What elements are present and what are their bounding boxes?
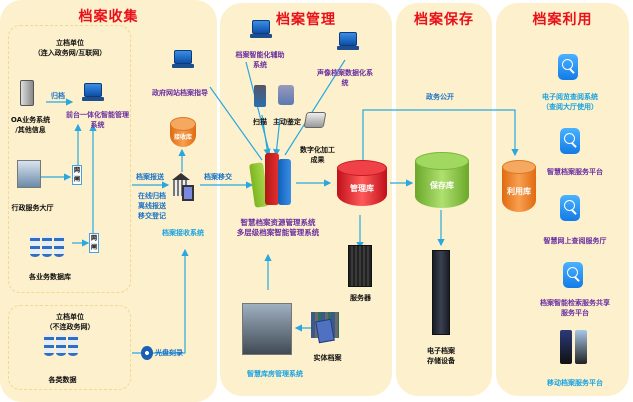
core-system-label: 智慧档案资源管理系统 多层级档案智能管理系统	[236, 218, 320, 237]
receive-label-3: 移交登记	[138, 212, 166, 220]
receive-system-label: 档案接收系统	[162, 229, 204, 237]
use-db: 利用库	[502, 160, 536, 212]
panel-title-preserve: 档案保存	[414, 12, 474, 28]
receive-label-0: 档案报送	[136, 173, 164, 181]
storage-system-label: 智慧库房管理系统	[247, 370, 303, 378]
server-rack-icon	[348, 245, 372, 287]
preserve-db-label: 保存库	[430, 181, 454, 190]
database-stack-icon	[30, 235, 64, 257]
receive-label-2: 离线报送	[138, 202, 166, 210]
offline-database-icon	[44, 334, 78, 356]
smartphone-icon[interactable]	[560, 330, 590, 366]
books-icon	[249, 153, 294, 209]
assist-laptop-icon	[250, 20, 272, 40]
publish-label: 政务公开	[426, 93, 454, 101]
laptop-icon	[82, 83, 104, 103]
networked-unit-subtitle: （连入政务网/互联网）	[33, 49, 107, 57]
search-icon[interactable]	[560, 128, 580, 154]
integrated-system-label: 前台一体化智能管理 系统	[66, 111, 129, 129]
scanner-label: 数字化加工 成果	[300, 146, 335, 164]
manage-db: 管理库	[337, 160, 387, 206]
manage-db-label: 管理库	[350, 184, 374, 193]
guidance-laptop-icon	[172, 50, 194, 70]
camera-device-icon	[254, 85, 266, 107]
use-item-0[interactable]: 电子阅览查阅系统 （查阅大厅使用）	[542, 93, 598, 111]
panel-title-collect: 档案收集	[78, 9, 139, 25]
panel-title-manage: 档案管理	[276, 12, 336, 28]
search-icon[interactable]	[558, 54, 578, 80]
panel-title-use: 档案利用	[532, 12, 593, 28]
receive-db-label: 接收库	[173, 134, 192, 141]
use-item-4[interactable]: 移动档案服务平台	[547, 379, 603, 387]
storage-device-label: 电子档案 存储设备	[427, 347, 455, 365]
gateway-a: 网闸	[72, 165, 82, 185]
receive-db: 接收库	[170, 117, 196, 147]
gateway-b: 网闸	[89, 233, 99, 253]
assist-system-label: 档案智能化辅助 系统	[235, 51, 285, 69]
audio-system-label: 声像档案数据化系 统	[317, 69, 373, 87]
networked-unit-box	[8, 25, 131, 293]
service-hall-label: 行政服务大厅	[11, 204, 54, 212]
disc-icon	[141, 346, 153, 360]
storage-room-photo	[242, 303, 292, 355]
physical-archives-icon	[311, 312, 339, 344]
storage-device-icon	[432, 250, 450, 335]
server-tower-icon	[20, 80, 34, 106]
use-item-1[interactable]: 智慧档案服务平台	[547, 168, 603, 176]
server-label: 服务器	[350, 294, 371, 302]
use-item-2[interactable]: 智慧网上查阅服务厅	[543, 237, 607, 245]
archive-building-icon	[172, 173, 196, 203]
device-a-label: 扫描	[253, 118, 267, 126]
search-icon[interactable]	[560, 195, 580, 221]
offline-unit-subtitle: （不连政务网）	[45, 323, 95, 331]
audio-laptop-icon	[337, 32, 359, 52]
offline-unit-title: 立档单位	[56, 313, 84, 321]
search-icon[interactable]	[563, 262, 583, 288]
robot-device-icon	[278, 85, 294, 105]
biz-db-label: 各业务数据库	[29, 273, 71, 281]
import-label: 归档	[51, 92, 65, 100]
service-hall-photo	[17, 160, 41, 188]
oa-system-label: OA业务系统 /其他信息	[10, 116, 51, 134]
receive-label-1: 在线归档	[138, 192, 166, 200]
use-item-3[interactable]: 档案智能检索服务共享 服务平台	[540, 299, 610, 317]
transfer-label: 档案移交	[204, 173, 232, 181]
device-b-label: 主动鉴定	[273, 118, 301, 126]
physical-archives-label: 实体档案	[313, 354, 342, 362]
scanner-icon	[303, 112, 327, 128]
disc-label: 光盘刻录	[155, 349, 183, 357]
preserve-db: 保存库	[415, 152, 469, 208]
use-db-label: 利用库	[507, 187, 531, 196]
offline-db-label: 各类数据	[48, 376, 77, 384]
remote-guidance-label: 政府网站档案指导	[152, 89, 208, 97]
networked-unit-title: 立档单位	[56, 39, 84, 47]
